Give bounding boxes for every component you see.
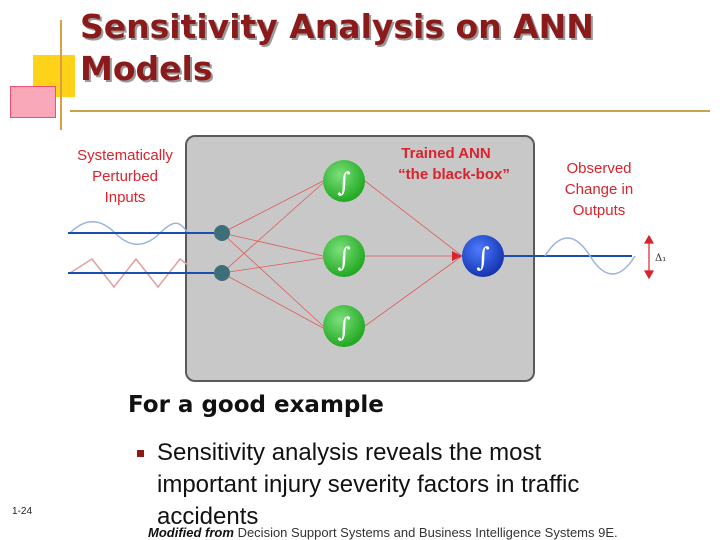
title-underline bbox=[70, 110, 710, 112]
footer-source: Decision Support Systems and Business In… bbox=[237, 525, 618, 540]
delta-label: Δ₁ bbox=[655, 253, 666, 264]
hidden-neuron-1-symbol: ∫ bbox=[337, 168, 351, 198]
decor-pink-square bbox=[10, 86, 56, 118]
input-node-1 bbox=[214, 225, 230, 241]
hidden-neuron-2: ∫ bbox=[323, 235, 365, 277]
input-node-2 bbox=[214, 265, 230, 281]
hidden-neuron-2-symbol: ∫ bbox=[337, 243, 351, 273]
output-neuron-symbol: ∫ bbox=[476, 243, 490, 273]
output-neuron: ∫ bbox=[462, 235, 504, 277]
inputs-label-line-1: Systematically bbox=[77, 147, 173, 164]
hidden-output-connections bbox=[364, 180, 463, 327]
subheading: For a good example bbox=[128, 392, 384, 418]
hidden-neuron-3: ∫ bbox=[323, 305, 365, 347]
slide-number: 1-24 bbox=[12, 506, 33, 517]
box-label-line-1: Trained ANN bbox=[401, 145, 490, 162]
bullet-marker bbox=[137, 450, 144, 457]
outputs-label-line-3: Outputs bbox=[573, 202, 626, 219]
footer-prefix: Modified from bbox=[148, 525, 234, 540]
inputs-label-line-3: Inputs bbox=[105, 189, 146, 206]
delta-arrow bbox=[643, 234, 655, 280]
bullet-text: Sensitivity analysis reveals the most im… bbox=[157, 439, 580, 530]
input-wave-2 bbox=[68, 257, 214, 289]
outputs-label-line-2: Change in bbox=[565, 181, 633, 198]
input-wave-1 bbox=[68, 221, 214, 245]
hidden-neuron-3-symbol: ∫ bbox=[337, 313, 351, 343]
inputs-label: Systematically Perturbed Inputs bbox=[77, 147, 173, 206]
inputs-label-line-2: Perturbed bbox=[92, 168, 158, 185]
output-arrowhead bbox=[452, 251, 462, 261]
outputs-label-line-1: Observed bbox=[566, 160, 631, 177]
footer-citation: Modified from Decision Support Systems a… bbox=[148, 525, 618, 540]
outputs-label: Observed Change in Outputs bbox=[565, 160, 633, 219]
output-wave bbox=[504, 237, 636, 275]
decor-vertical-rule bbox=[60, 20, 62, 130]
slide-title: Sensitivity Analysis on ANN Models bbox=[80, 7, 594, 88]
hidden-neuron-1: ∫ bbox=[323, 160, 365, 202]
input-hidden-connections bbox=[221, 180, 324, 329]
box-label-line-2: “the black-box” bbox=[398, 166, 510, 183]
box-label: Trained ANN “the black-box” bbox=[398, 145, 510, 183]
